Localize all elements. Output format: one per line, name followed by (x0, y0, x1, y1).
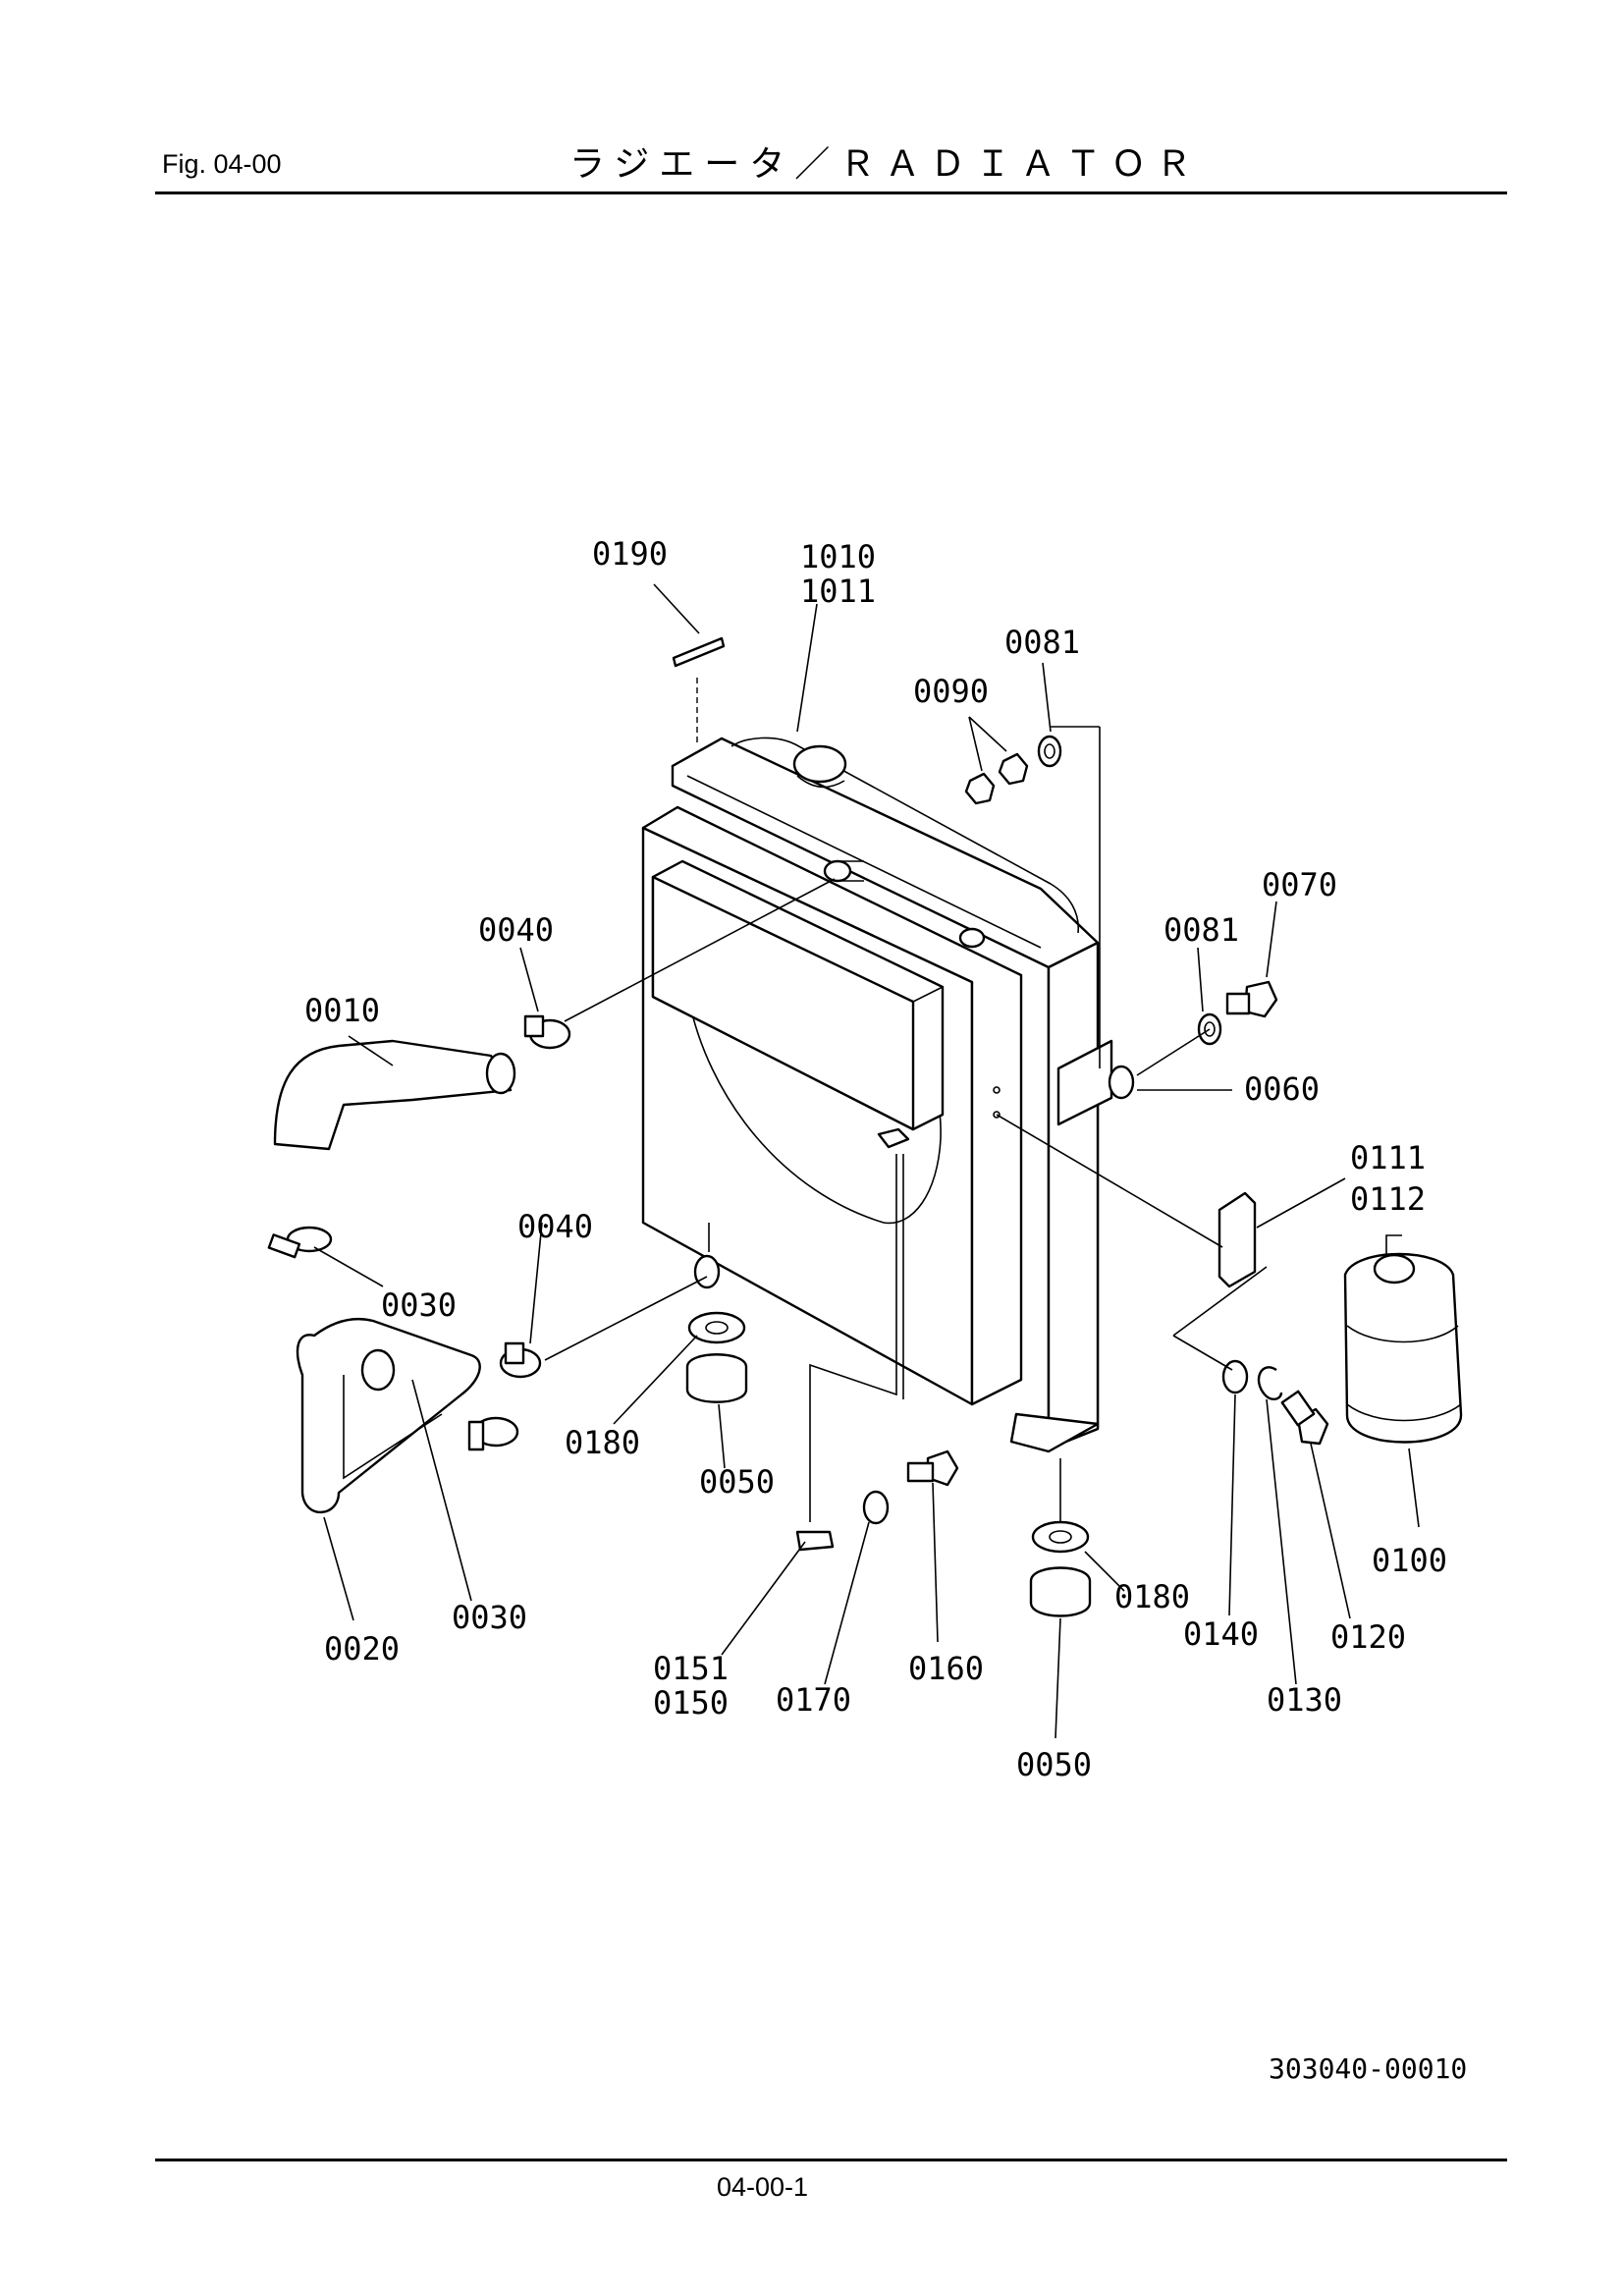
callout-0180-lower: 0180 (1114, 1578, 1190, 1615)
washer-0140 (1221, 1359, 1249, 1394)
callout-0030-top: 0030 (381, 1286, 457, 1324)
pin-0190 (672, 636, 726, 746)
callout-0070: 0070 (1262, 866, 1337, 903)
callout-0060: 0060 (1244, 1070, 1320, 1108)
drain-cock-0150 (795, 1530, 835, 1552)
mount-upper (685, 1311, 748, 1403)
callout-0170: 0170 (776, 1681, 851, 1719)
callout-0040-bottom: 0040 (517, 1208, 593, 1245)
mount-lower (1029, 1520, 1092, 1617)
callout-1011: 1011 (800, 573, 876, 610)
callout-0130: 0130 (1267, 1681, 1342, 1719)
clamp-0040-top (523, 1014, 571, 1050)
leader-lines (313, 583, 1420, 1739)
callout-0081-top: 0081 (1004, 624, 1080, 661)
clip-0111 (1217, 1191, 1257, 1288)
callout-0050-upper: 0050 (699, 1463, 775, 1501)
callout-0150: 0150 (653, 1684, 729, 1722)
clamp-0040-bottom (499, 1341, 542, 1379)
bolt-0160 (906, 1449, 959, 1487)
callout-0090: 0090 (913, 673, 989, 710)
callout-0050-lower: 0050 (1016, 1746, 1092, 1783)
page-title: ラジエータ／ＲＡＤＩＡＴＯＲ (569, 144, 1202, 185)
washer-0170 (862, 1490, 890, 1525)
callout-0180-upper: 0180 (565, 1424, 640, 1461)
reserve-tank-0100 (1343, 1234, 1463, 1444)
callout-0140: 0140 (1183, 1615, 1259, 1653)
washer-0081-top (1037, 735, 1062, 768)
header-rule (155, 191, 1507, 194)
footer-rule (155, 2159, 1507, 2161)
bolt-0120 (1280, 1390, 1329, 1446)
hose-lower-0020 (296, 1317, 481, 1514)
callout-0190: 0190 (592, 535, 668, 573)
clamp-0030-top (267, 1226, 333, 1259)
callout-0010: 0010 (304, 992, 380, 1029)
callout-0081-mid: 0081 (1163, 911, 1239, 949)
clamp-0030-bottom (467, 1416, 519, 1451)
nut-0090 (964, 752, 1029, 805)
callout-1010: 1010 (800, 538, 876, 575)
hose-upper-0010 (273, 1039, 513, 1151)
callout-0030-bottom: 0030 (452, 1599, 527, 1636)
callout-0160: 0160 (908, 1650, 984, 1687)
part-callouts: 0190 1010 1011 0081 0090 0070 0081 0040 … (304, 535, 1447, 1783)
callout-0112: 0112 (1350, 1180, 1426, 1218)
callout-0020: 0020 (324, 1630, 400, 1667)
callout-0100: 0100 (1372, 1542, 1447, 1579)
drawing-number: 303040-00010 (1269, 2052, 1468, 2085)
figure-label: Fig. 04-00 (162, 149, 282, 179)
circlip-0130 (1257, 1366, 1283, 1400)
page-number: 04-00-1 (717, 2172, 809, 2202)
callout-0120: 0120 (1330, 1618, 1406, 1656)
bracket-0060 (1056, 1039, 1135, 1126)
callout-0111: 0111 (1350, 1139, 1426, 1176)
radiator-core (641, 737, 1100, 1522)
bolt-0070 (1225, 980, 1278, 1018)
callout-0040-top: 0040 (478, 911, 554, 949)
callout-0151: 0151 (653, 1650, 729, 1687)
